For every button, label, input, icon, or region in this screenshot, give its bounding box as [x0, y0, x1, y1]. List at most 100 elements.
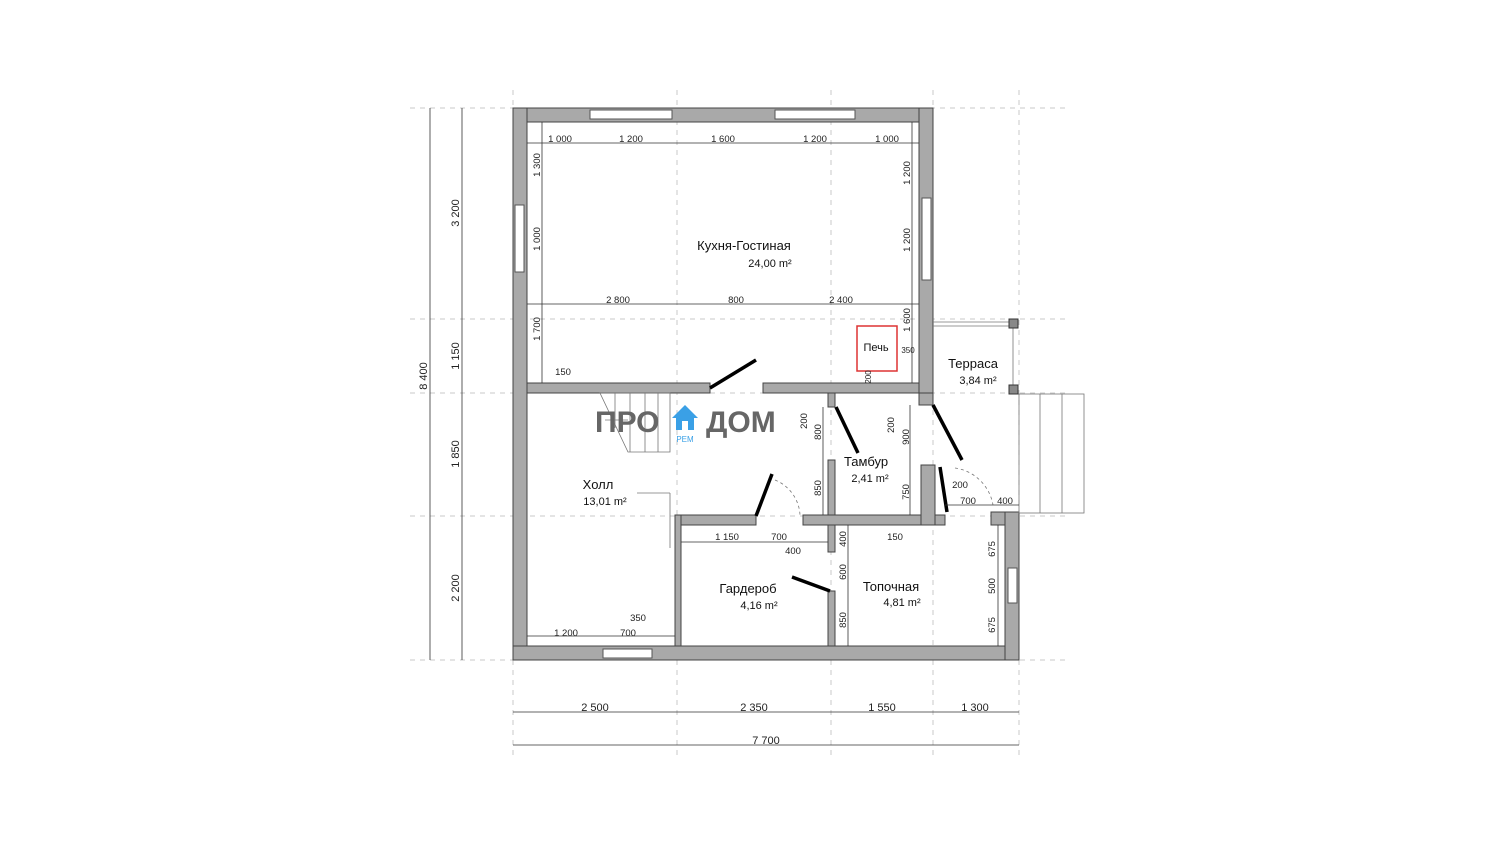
wall-vestibule-right-top — [918, 392, 934, 406]
dim-label: 800 — [728, 295, 744, 306]
room-labels: Кухня-Гостиная 24,00 m² Терраса 3,84 m² … — [583, 238, 999, 612]
wall-hall-kitchen-2 — [762, 382, 920, 394]
logo-text-right: ДОМ — [706, 406, 776, 439]
room-name-kitchen: Кухня-Гостиная — [697, 238, 791, 253]
stove — [856, 325, 898, 372]
wall-boiler-corner — [990, 511, 1006, 526]
door-kitchen — [709, 358, 757, 390]
doors — [709, 358, 994, 593]
room-name-wardrobe: Гардероб — [719, 581, 776, 596]
dim-label: 700 — [960, 496, 976, 507]
wall-wardrobe-top-2 — [802, 514, 946, 526]
dim-label: 150 — [887, 532, 903, 543]
dim-label: 200 — [799, 413, 810, 429]
room-area-vestibule: 2,41 m² — [851, 473, 889, 485]
window-left — [514, 204, 525, 273]
dim-label: 675 — [987, 617, 998, 633]
dim-label: 7 700 — [752, 735, 780, 747]
door-hall-wardrobe — [754, 473, 774, 517]
house-icon — [672, 405, 698, 430]
logo-text-sub: РЕМ — [676, 435, 694, 444]
staircase — [599, 392, 671, 453]
room-area-hall: 13,01 m² — [583, 496, 627, 508]
dim-label: 1 300 — [961, 702, 989, 714]
wall-vestibule-left-2 — [827, 459, 836, 521]
room-name-boiler: Топочная — [863, 579, 919, 594]
wall-bottom — [512, 645, 1020, 661]
dim-label: 150 — [555, 367, 571, 378]
stove-label: Печь — [863, 342, 888, 354]
dim-label: 1 000 — [548, 134, 572, 145]
terrace-post-2 — [1008, 384, 1019, 395]
dim-label: 400 — [838, 531, 849, 547]
room-area-terrace: 3,84 m² — [959, 375, 997, 387]
room-area-kitchen: 24,00 m² — [748, 258, 792, 270]
dim-label: 850 — [813, 480, 824, 496]
dim-label: 350 — [901, 346, 915, 355]
dim-label: 2 200 — [450, 574, 462, 602]
window-right — [921, 197, 932, 281]
room-name-vestibule: Тамбур — [844, 454, 888, 469]
dim-label: 1 300 — [532, 153, 543, 177]
walls — [512, 107, 1020, 661]
dim-label: 1 200 — [803, 134, 827, 145]
room-name-terrace: Терраса — [948, 356, 999, 371]
dimension-labels: 1 000 1 200 1 600 1 200 1 000 1 300 1 00… — [418, 134, 1013, 747]
dim-label: 2 500 — [581, 702, 609, 714]
dim-label: 900 — [901, 429, 912, 445]
wall-hall-kitchen-1 — [526, 382, 711, 394]
window-top-1 — [589, 109, 673, 120]
dim-label: 1 150 — [715, 532, 739, 543]
dim-label: 1 150 — [450, 342, 462, 370]
dim-label: 2 800 — [606, 295, 630, 306]
dim-label: 1 600 — [711, 134, 735, 145]
windows — [514, 109, 1018, 659]
room-area-boiler: 4,81 m² — [883, 597, 921, 609]
dim-label: 1 200 — [619, 134, 643, 145]
dim-label: 600 — [838, 564, 849, 580]
window-top-2 — [774, 109, 856, 120]
dim-label: 1 200 — [554, 628, 578, 639]
wall-top — [512, 107, 934, 123]
dim-label: 500 — [987, 578, 998, 594]
door-boiler-outer — [938, 466, 949, 513]
dimension-lines — [429, 108, 1019, 746]
window-hall — [602, 648, 653, 659]
dim-label: 1 850 — [450, 440, 462, 468]
logo-text-left: ПРО — [595, 406, 660, 439]
dim-label: 750 — [901, 484, 912, 500]
dim-label: 200 — [886, 417, 897, 433]
dim-label: 200 — [864, 370, 873, 384]
wall-wardrobe-left — [674, 514, 682, 647]
dim-label: 1 000 — [532, 227, 543, 251]
dim-label: 400 — [785, 546, 801, 557]
wall-left — [512, 107, 528, 661]
dim-label: 200 — [952, 480, 968, 491]
dim-label: 1 000 — [875, 134, 899, 145]
dim-label: 8 400 — [418, 362, 430, 390]
terrace-steps — [1018, 393, 1085, 514]
terrace-post-1 — [1008, 318, 1019, 329]
door-vestibule-inner — [834, 406, 860, 454]
door-wardrobe — [791, 575, 831, 593]
dim-label: 800 — [813, 424, 824, 440]
watermark-logo: ПРО РЕМ ДОМ — [595, 405, 776, 444]
dim-label: 1 550 — [868, 702, 896, 714]
dim-label: 850 — [838, 612, 849, 628]
dim-label: 675 — [987, 541, 998, 557]
dim-label: 1 600 — [902, 308, 913, 332]
dim-label: 1 200 — [902, 228, 913, 252]
dim-label: 400 — [997, 496, 1013, 507]
wall-wardrobe-right-2 — [827, 590, 836, 647]
dim-label: 2 350 — [740, 702, 768, 714]
wall-wardrobe-top-1 — [674, 514, 757, 526]
dim-label: 1 200 — [902, 161, 913, 185]
terrace-structure — [933, 318, 1085, 514]
window-boiler — [1007, 567, 1018, 604]
wall-wardrobe-right-1 — [827, 524, 836, 553]
wall-vestibule-left-1 — [827, 392, 836, 408]
wall-vestibule-right — [920, 464, 936, 526]
room-area-wardrobe: 4,16 m² — [740, 600, 778, 612]
dim-label: 350 — [630, 613, 646, 624]
dim-label: 700 — [771, 532, 787, 543]
